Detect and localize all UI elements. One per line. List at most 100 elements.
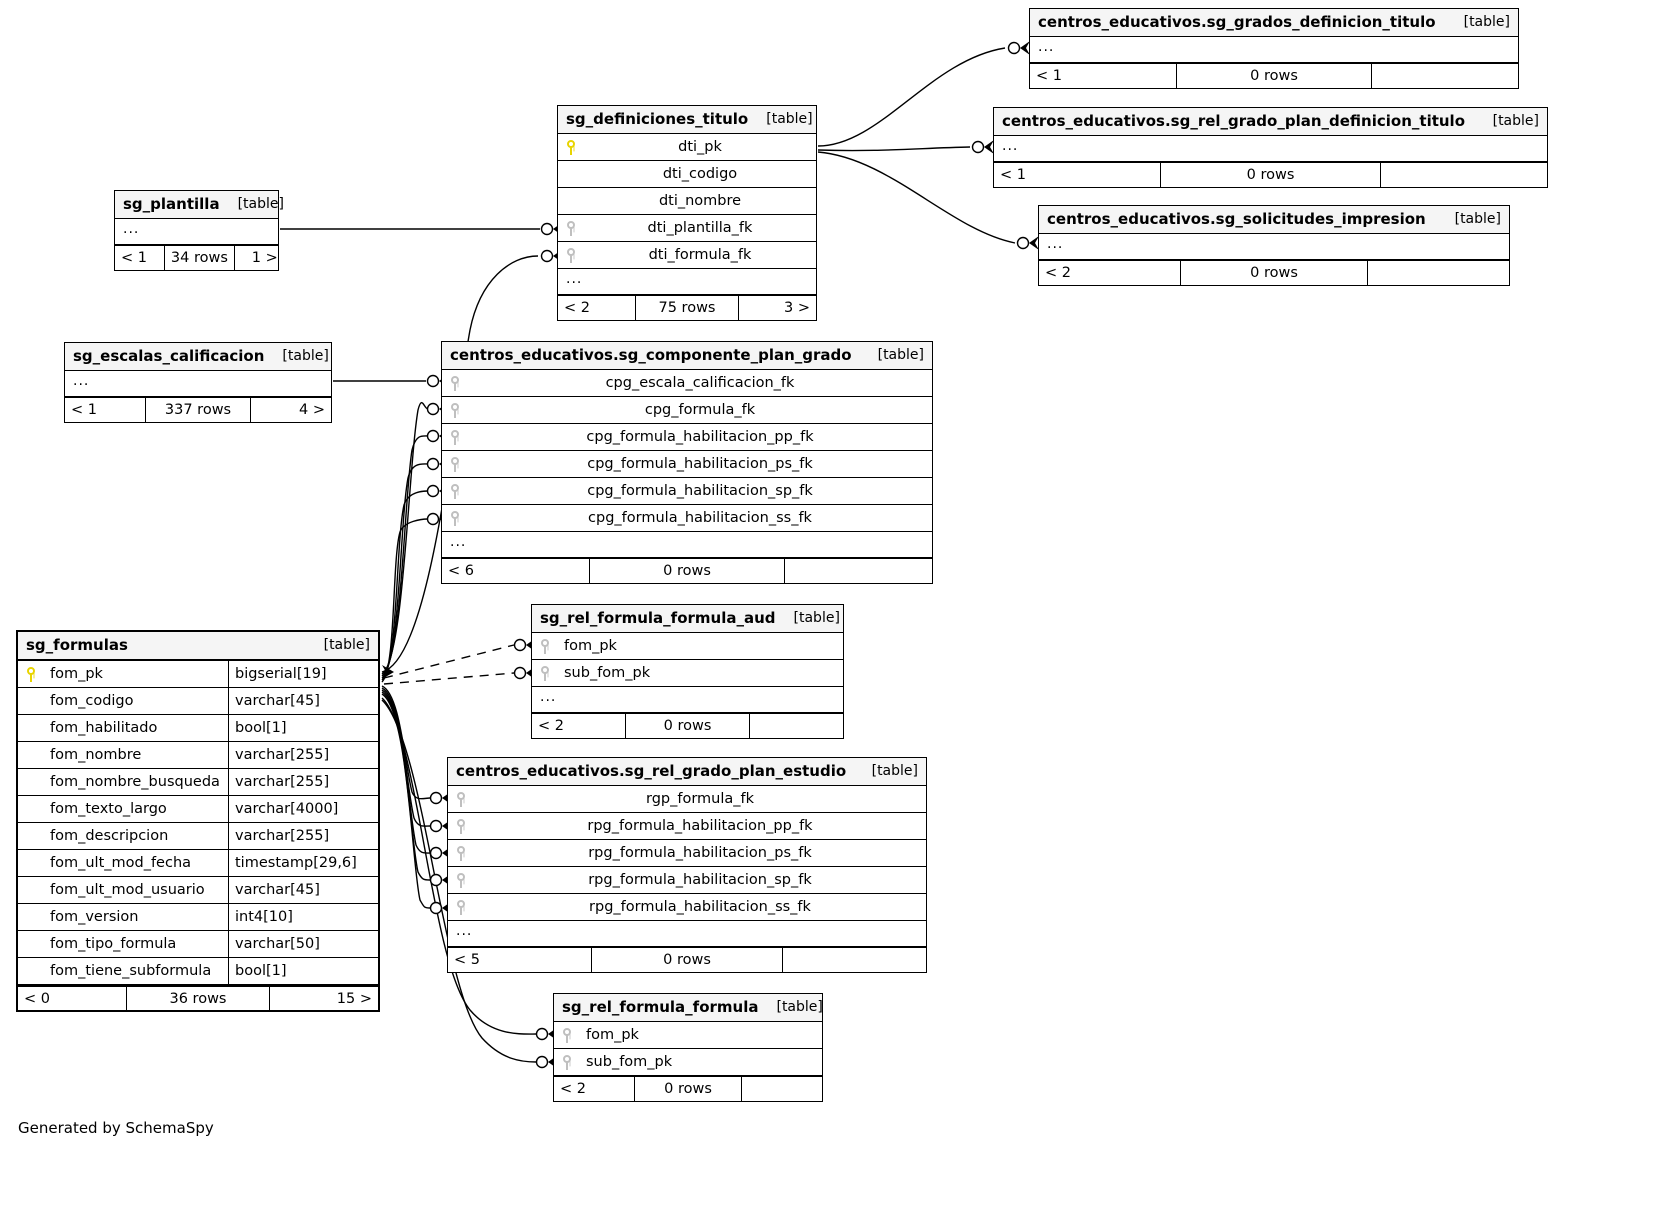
table-row[interactable]: sub_fom_pk [532, 660, 843, 687]
foreign-key-icon [442, 451, 468, 477]
table-row[interactable]: fom_texto_largo varchar[4000] [18, 796, 378, 823]
column-type: varchar[255] [228, 769, 378, 795]
no-key-icon [18, 742, 44, 768]
table-row[interactable]: fom_descripcion varchar[255] [18, 823, 378, 850]
table-row[interactable]: cpg_formula_habilitacion_ss_fk [442, 505, 932, 532]
table-type-tag: [table] [766, 111, 813, 127]
table-row[interactable]: rpg_formula_habilitacion_pp_fk [448, 813, 926, 840]
table-title: sg_definiciones_titulo [566, 110, 749, 128]
table-row[interactable]: rpg_formula_habilitacion_sp_fk [448, 867, 926, 894]
foreign-key-icon [442, 424, 468, 450]
no-key-icon [18, 715, 44, 741]
column-type: varchar[45] [228, 688, 378, 714]
column-type: bool[1] [228, 715, 378, 741]
table-row[interactable]: fom_pk [532, 633, 843, 660]
table-title: sg_formulas [26, 636, 128, 654]
column-name: fom_pk [564, 638, 617, 654]
table-row[interactable]: fom_tipo_formula varchar[50] [18, 931, 378, 958]
table-footer: < 2 0 rows [1039, 260, 1509, 285]
table-node-sg-rel-formula-formula[interactable]: sg_rel_formula_formula [table] fom_pk su… [553, 993, 823, 1102]
table-row[interactable]: dti_nombre [558, 188, 816, 215]
table-row[interactable]: fom_tiene_subformula bool[1] [18, 958, 378, 985]
more-columns-indicator: ... [115, 219, 278, 245]
table-node-sg-rel-grado-plan-definicion-titulo[interactable]: centros_educativos.sg_rel_grado_plan_def… [993, 107, 1548, 188]
parents-count: < 1 [1000, 167, 1026, 183]
column-name: dti_plantilla_fk [647, 220, 753, 236]
row-count: 0 rows [625, 714, 750, 738]
table-title: centros_educativos.sg_rel_grado_plan_est… [456, 762, 847, 780]
foreign-key-icon [442, 478, 468, 504]
table-row[interactable]: dti_plantilla_fk [558, 215, 816, 242]
no-key-icon [18, 850, 44, 876]
edge-formulas-to-rgp-sp [381, 691, 431, 881]
children-count [750, 714, 843, 738]
table-row[interactable]: dti_codigo [558, 161, 816, 188]
foreign-key-icon [448, 813, 474, 839]
table-type-tag: [table] [282, 348, 329, 364]
table-node-sg-rel-formula-formula-aud[interactable]: sg_rel_formula_formula_aud [table] fom_p… [531, 604, 844, 739]
table-row[interactable]: cpg_formula_habilitacion_sp_fk [442, 478, 932, 505]
table-row[interactable]: rpg_formula_habilitacion_ps_fk [448, 840, 926, 867]
table-title: centros_educativos.sg_grados_definicion_… [1038, 13, 1436, 31]
table-node-sg-solicitudes-impresion[interactable]: centros_educativos.sg_solicitudes_impres… [1038, 205, 1510, 286]
column-type: varchar[255] [228, 742, 378, 768]
table-node-sg-grados-definicion-titulo[interactable]: centros_educativos.sg_grados_definicion_… [1029, 8, 1519, 89]
table-node-sg-escalas-calificacion[interactable]: sg_escalas_calificacion [table] ... < 1 … [64, 342, 332, 423]
table-row[interactable]: fom_ult_mod_usuario varchar[45] [18, 877, 378, 904]
table-node-sg-rel-grado-plan-estudio[interactable]: centros_educativos.sg_rel_grado_plan_est… [447, 757, 927, 973]
edge-formulas-to-rgp-ss [381, 693, 431, 909]
table-row[interactable]: sub_fom_pk [554, 1049, 822, 1076]
more-columns-indicator: ... [558, 269, 816, 295]
row-count: 0 rows [634, 1077, 742, 1101]
column-type: timestamp[29,6] [228, 850, 378, 876]
column-name: fom_nombre_busqueda [50, 774, 220, 790]
column-name: sub_fom_pk [586, 1054, 673, 1070]
parents-count: < 1 [71, 402, 97, 418]
foreign-key-icon [558, 215, 584, 241]
table-row[interactable]: rgp_formula_fk [448, 786, 926, 813]
table-type-tag: [table] [1454, 211, 1501, 227]
table-title-bar: centros_educativos.sg_componente_plan_gr… [442, 342, 932, 370]
table-row[interactable]: fom_pk bigserial[19] [18, 661, 378, 688]
table-node-sg-definiciones-titulo[interactable]: sg_definiciones_titulo [table] dti_pk dt… [557, 105, 817, 321]
column-type: bool[1] [228, 958, 378, 984]
table-type-tag: [table] [793, 610, 840, 626]
table-title-bar: centros_educativos.sg_rel_grado_plan_est… [448, 758, 926, 786]
no-key-icon [18, 688, 44, 714]
row-count: 36 rows [126, 987, 270, 1010]
edge-formulas-to-aud-fom [383, 644, 515, 679]
table-node-sg-componente-plan-grado[interactable]: centros_educativos.sg_componente_plan_gr… [441, 341, 933, 584]
column-name: rpg_formula_habilitacion_pp_fk [587, 818, 813, 834]
table-row[interactable]: fom_pk [554, 1022, 822, 1049]
more-columns-indicator: ... [448, 921, 926, 947]
table-row[interactable]: fom_habilitado bool[1] [18, 715, 378, 742]
table-row[interactable]: dti_formula_fk [558, 242, 816, 269]
table-row[interactable]: fom_ult_mod_fecha timestamp[29,6] [18, 850, 378, 877]
table-footer: < 1 0 rows [1030, 63, 1518, 88]
table-row[interactable]: fom_nombre varchar[255] [18, 742, 378, 769]
table-node-sg-formulas[interactable]: sg_formulas [table] fom_pk bigserial[19]… [16, 630, 380, 1012]
table-row[interactable]: cpg_formula_habilitacion_ps_fk [442, 451, 932, 478]
table-row[interactable]: cpg_formula_habilitacion_pp_fk [442, 424, 932, 451]
table-footer: < 0 36 rows 15 > [18, 985, 378, 1010]
table-row[interactable]: fom_nombre_busqueda varchar[255] [18, 769, 378, 796]
no-key-icon [558, 161, 584, 187]
no-key-icon [18, 958, 44, 984]
table-row[interactable]: fom_version int4[10] [18, 904, 378, 931]
table-title-bar: sg_definiciones_titulo [table] [558, 106, 816, 134]
edge-dti-to-grados [817, 47, 1006, 147]
foreign-key-icon [448, 894, 474, 920]
table-row[interactable]: cpg_escala_calificacion_fk [442, 370, 932, 397]
foreign-key-icon [442, 370, 468, 396]
foreign-key-icon [532, 660, 558, 686]
column-name: fom_habilitado [50, 720, 158, 736]
edge-formulas-to-rgp-pp [381, 687, 431, 827]
table-title-bar: sg_rel_formula_formula [table] [554, 994, 823, 1022]
table-node-sg-plantilla[interactable]: sg_plantilla [table] ... < 1 34 rows 1 > [114, 190, 284, 271]
table-row[interactable]: fom_codigo varchar[45] [18, 688, 378, 715]
table-row[interactable]: dti_pk [558, 134, 816, 161]
table-row[interactable]: cpg_formula_fk [442, 397, 932, 424]
table-row[interactable]: rpg_formula_habilitacion_ss_fk [448, 894, 926, 921]
table-type-tag: [table] [871, 763, 918, 779]
children-count: 1 > [251, 250, 278, 266]
